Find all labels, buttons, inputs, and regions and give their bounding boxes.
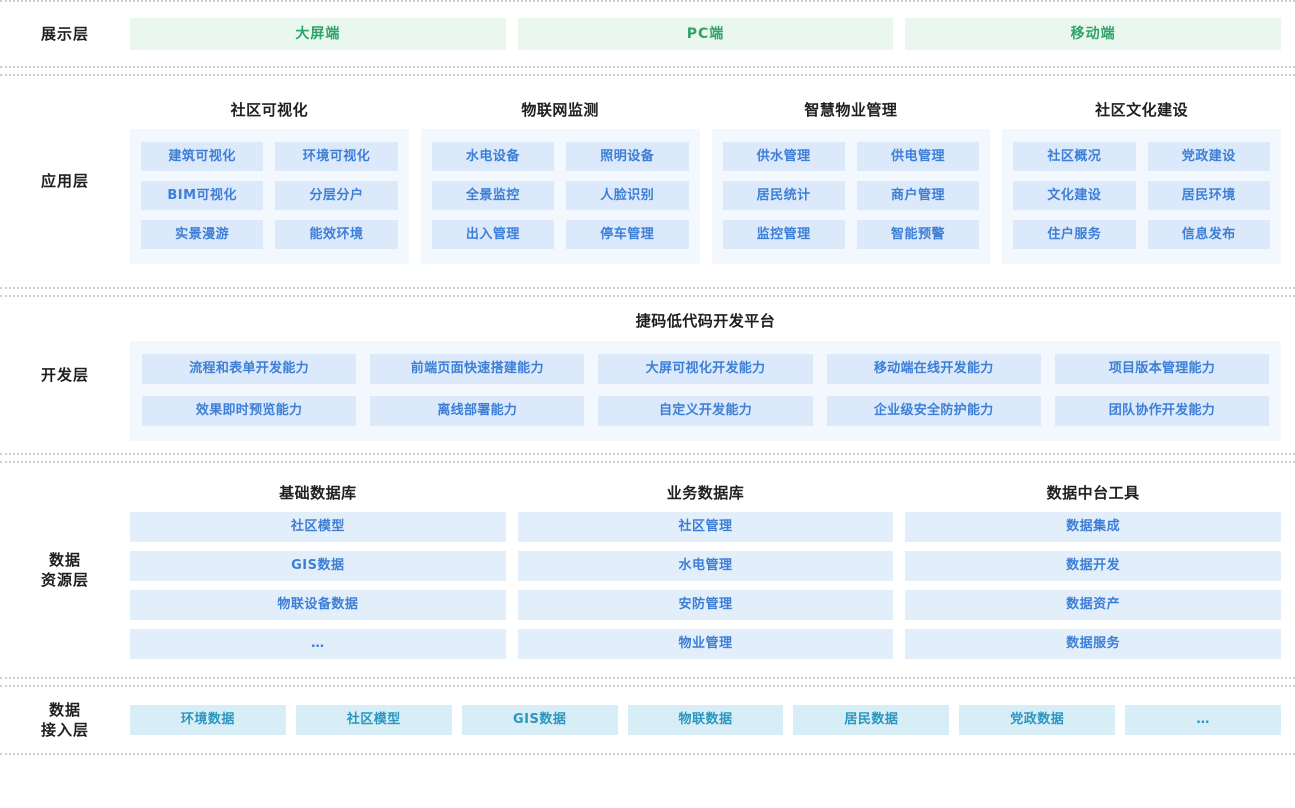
- dev-chip[interactable]: 移动端在线开发能力: [826, 353, 1041, 384]
- data-chip[interactable]: GIS数据: [130, 550, 506, 581]
- app-group-iot-monitoring: 物联网监测 水电设备 照明设备 全景监控 人脸识别 出入管理 停车管理: [420, 99, 700, 264]
- data-chip[interactable]: 社区管理: [517, 511, 894, 542]
- data-chip[interactable]: 物联设备数据: [130, 589, 506, 620]
- data-chip[interactable]: 数据开发: [905, 550, 1282, 581]
- application-group-row: 社区可视化 建筑可视化 环境可视化 BIM可视化 分层分户 实景漫游 能效环境 …: [130, 99, 1281, 264]
- development-platform-title: 捷码低代码开发平台: [635, 311, 776, 330]
- app-group-smart-property-management: 智慧物业管理 供水管理 供电管理 居民统计 商户管理 监控管理 智能预警: [711, 99, 991, 264]
- app-chip[interactable]: 居民环境: [1147, 181, 1270, 210]
- display-chip-large-screen[interactable]: 大屏端: [130, 18, 506, 50]
- dev-chip[interactable]: 自定义开发能力: [598, 395, 813, 426]
- app-group-community-culture: 社区文化建设 社区概况 党政建设 文化建设 居民环境 住户服务 信息发布: [1002, 99, 1281, 264]
- app-chip[interactable]: 出入管理: [431, 220, 555, 249]
- dev-chip[interactable]: 团队协作开发能力: [1054, 395, 1269, 426]
- display-chip-row: 大屏端 PC端 移动端: [130, 18, 1282, 50]
- layer-display: 展示层 大屏端 PC端 移动端: [0, 0, 1295, 68]
- group-title: 智慧物业管理: [804, 101, 898, 119]
- layer-label-development: 开发层: [40, 365, 89, 384]
- data-chip[interactable]: 数据集成: [905, 511, 1282, 542]
- dev-chip[interactable]: 企业级安全防护能力: [826, 395, 1041, 426]
- access-chip[interactable]: 环境数据: [130, 705, 286, 735]
- group-title: 物联网监测: [521, 101, 599, 119]
- app-chip[interactable]: 环境可视化: [275, 142, 398, 171]
- app-chip[interactable]: 智能预警: [856, 220, 980, 249]
- app-chip[interactable]: 实景漫游: [141, 220, 264, 249]
- data-resource-group-row: 基础数据库 社区模型 GIS数据 物联设备数据 … 业务数据库 社区管理 水电管…: [130, 482, 1282, 659]
- data-group-business-database: 业务数据库 社区管理 水电管理 安防管理 物业管理: [517, 482, 894, 659]
- layer-body-development: 捷码低代码开发平台 流程和表单开发能力 前端页面快速搭建能力 大屏可视化开发能力…: [130, 310, 1295, 441]
- group-box: 水电设备 照明设备 全景监控 人脸识别 出入管理 停车管理: [420, 129, 700, 264]
- app-chip[interactable]: 党政建设: [1147, 142, 1270, 171]
- group-title: 业务数据库: [666, 483, 745, 502]
- group-title: 基础数据库: [279, 483, 357, 502]
- layer-body-data-resource: 基础数据库 社区模型 GIS数据 物联设备数据 … 业务数据库 社区管理 水电管…: [130, 482, 1295, 659]
- app-chip[interactable]: 分层分户: [275, 181, 398, 210]
- dev-chip[interactable]: 项目版本管理能力: [1054, 353, 1269, 384]
- data-list: 社区管理 水电管理 安防管理 物业管理: [517, 511, 894, 659]
- app-chip[interactable]: 全景监控: [431, 181, 555, 210]
- access-chip[interactable]: 社区模型: [295, 705, 452, 735]
- group-box: 供水管理 供电管理 居民统计 商户管理 监控管理 智能预警: [711, 129, 991, 264]
- dev-chip[interactable]: 离线部署能力: [370, 395, 585, 426]
- access-chip[interactable]: 物联数据: [627, 705, 784, 735]
- display-chip-pc[interactable]: PC端: [517, 18, 894, 50]
- access-chip[interactable]: 居民数据: [793, 705, 950, 735]
- layer-body-data-access: 环境数据 社区模型 GIS数据 物联数据 居民数据 党政数据 …: [130, 705, 1295, 735]
- group-title: 数据中台工具: [1046, 483, 1140, 502]
- app-chip[interactable]: 水电设备: [431, 142, 555, 171]
- app-chip[interactable]: 住户服务: [1013, 220, 1136, 249]
- layer-application: 应用层 社区可视化 建筑可视化 环境可视化 BIM可视化 分层分户 实景漫游 能…: [0, 74, 1295, 289]
- data-chip[interactable]: 数据资产: [905, 589, 1282, 620]
- development-platform: 捷码低代码开发平台 流程和表单开发能力 前端页面快速搭建能力 大屏可视化开发能力…: [130, 310, 1281, 441]
- data-chip[interactable]: 水电管理: [517, 550, 894, 581]
- layer-data-access: 数据 接入层 环境数据 社区模型 GIS数据 物联数据 居民数据 党政数据 …: [0, 685, 1295, 755]
- data-chip[interactable]: 安防管理: [517, 589, 894, 620]
- app-chip[interactable]: 建筑可视化: [141, 142, 264, 171]
- display-chip-mobile[interactable]: 移动端: [905, 18, 1282, 50]
- group-title: 社区可视化: [230, 101, 309, 119]
- app-chip[interactable]: 照明设备: [566, 142, 689, 171]
- dev-chip[interactable]: 流程和表单开发能力: [142, 353, 357, 384]
- layer-body-display: 大屏端 PC端 移动端: [130, 18, 1295, 50]
- data-list: 社区模型 GIS数据 物联设备数据 …: [130, 511, 506, 659]
- data-chip[interactable]: …: [130, 628, 506, 659]
- app-chip[interactable]: BIM可视化: [141, 181, 264, 210]
- dev-chip[interactable]: 大屏可视化开发能力: [598, 353, 813, 384]
- layer-development: 开发层 捷码低代码开发平台 流程和表单开发能力 前端页面快速搭建能力 大屏可视化…: [0, 295, 1295, 455]
- development-capability-grid: 流程和表单开发能力 前端页面快速搭建能力 大屏可视化开发能力 移动端在线开发能力…: [130, 340, 1281, 441]
- layer-label-application: 应用层: [40, 172, 89, 191]
- app-chip[interactable]: 能效环境: [275, 220, 398, 249]
- layer-body-application: 社区可视化 建筑可视化 环境可视化 BIM可视化 分层分户 实景漫游 能效环境 …: [130, 99, 1295, 264]
- app-chip[interactable]: 人脸识别: [566, 181, 689, 210]
- group-box: 社区概况 党政建设 文化建设 居民环境 住户服务 信息发布: [1002, 129, 1281, 264]
- dev-chip[interactable]: 前端页面快速搭建能力: [370, 353, 585, 384]
- data-chip[interactable]: 社区模型: [130, 511, 506, 542]
- app-chip[interactable]: 信息发布: [1147, 220, 1270, 249]
- data-chip[interactable]: 物业管理: [517, 628, 894, 659]
- data-access-chip-row: 环境数据 社区模型 GIS数据 物联数据 居民数据 党政数据 …: [130, 705, 1282, 735]
- data-group-basic-database: 基础数据库 社区模型 GIS数据 物联设备数据 …: [130, 482, 506, 659]
- layer-label-display: 展示层: [40, 24, 89, 43]
- group-box: 建筑可视化 环境可视化 BIM可视化 分层分户 实景漫游 能效环境: [130, 129, 409, 264]
- app-chip[interactable]: 监控管理: [722, 220, 845, 249]
- group-title: 社区文化建设: [1095, 101, 1189, 119]
- layer-label-data-resource: 数据 资源层: [40, 550, 89, 589]
- layer-label-data-access: 数据 接入层: [40, 700, 89, 739]
- app-chip[interactable]: 供水管理: [722, 142, 845, 171]
- access-chip[interactable]: …: [1125, 705, 1282, 735]
- app-group-community-visualization: 社区可视化 建筑可视化 环境可视化 BIM可视化 分层分户 实景漫游 能效环境: [130, 99, 409, 264]
- data-group-data-midplatform-tools: 数据中台工具 数据集成 数据开发 数据资产 数据服务: [905, 482, 1282, 659]
- access-chip[interactable]: 党政数据: [959, 705, 1116, 735]
- app-chip[interactable]: 商户管理: [856, 181, 980, 210]
- data-chip[interactable]: 数据服务: [905, 628, 1282, 659]
- app-chip[interactable]: 供电管理: [856, 142, 980, 171]
- data-list: 数据集成 数据开发 数据资产 数据服务: [905, 511, 1282, 659]
- dev-chip[interactable]: 效果即时预览能力: [142, 395, 357, 426]
- app-chip[interactable]: 居民统计: [722, 181, 845, 210]
- app-chip[interactable]: 文化建设: [1013, 181, 1136, 210]
- app-chip[interactable]: 社区概况: [1013, 142, 1136, 171]
- access-chip[interactable]: GIS数据: [461, 705, 618, 735]
- app-chip[interactable]: 停车管理: [566, 220, 689, 249]
- layer-data-resource: 数据 资源层 基础数据库 社区模型 GIS数据 物联设备数据 … 业务数据库 社…: [0, 461, 1295, 679]
